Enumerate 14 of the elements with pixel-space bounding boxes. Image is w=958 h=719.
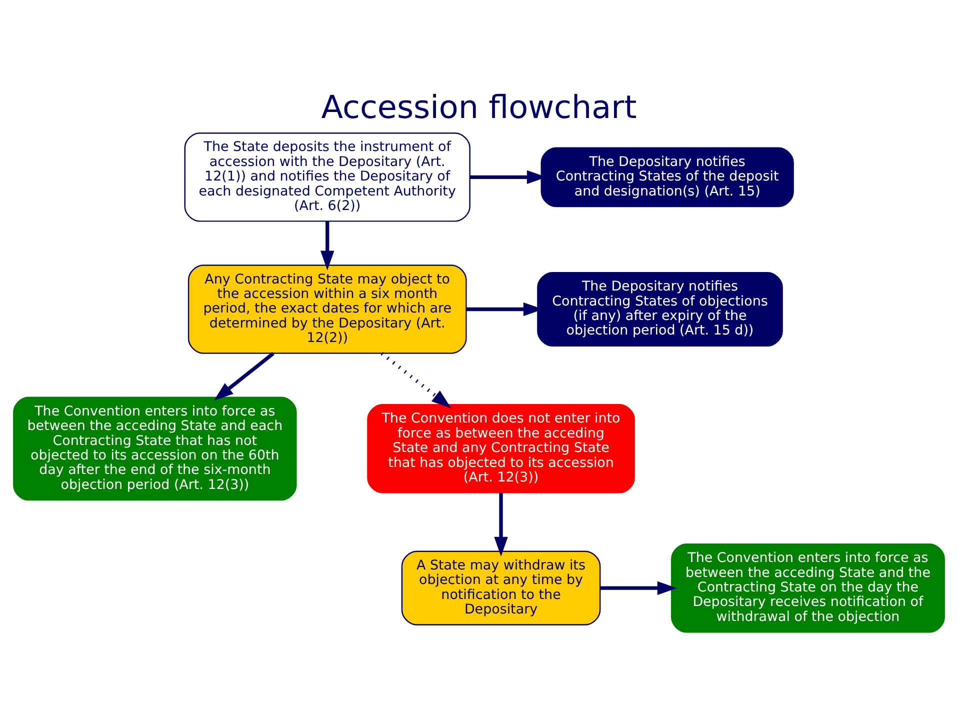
node-box: The Convention does not enter into force as between the acceding State and any Contracting State that has objected to its accession (Art. 12(3)) [367,404,635,493]
node-box: The Depositary notifies Contracting States of the deposit and designation(s) (Art. 15) [540,146,794,207]
node-box: The Convention enters into force as between the acceding State and each Contracting State that has not objected to its accession on the 60th day after the end of the six-month objection period (Art. 12(3)) [13,396,297,500]
node-box: The Convention enters into force as between the acceding State and the Contracting State on the day the Depositary receives notification of withdrawal of the objection [671,542,945,632]
arrow [320,220,334,270]
node-box: Any Contracting State may object to the accession within a six month period, the exact dates for which are determined by the Depositary (Art. 12(2)) [188,264,467,354]
node-box: A State may withdraw its objection at any time by notification to the Depositary [401,550,601,625]
arrow [214,352,274,400]
arrow [380,352,452,408]
node-box: The State deposits the instrument of accession with the Depositary (Art. 12(1)) and notifies the Depositary of each designated Competent Authority (Art. 6(2)) [184,132,470,222]
node-box: The Depositary notifies Contracting States of objections (if any) after expiry of the objection period (Art. 15 d)) [537,271,783,346]
arrow [494,492,508,556]
diagram-title: Accession flowchart [321,88,637,126]
arrow [600,580,677,594]
